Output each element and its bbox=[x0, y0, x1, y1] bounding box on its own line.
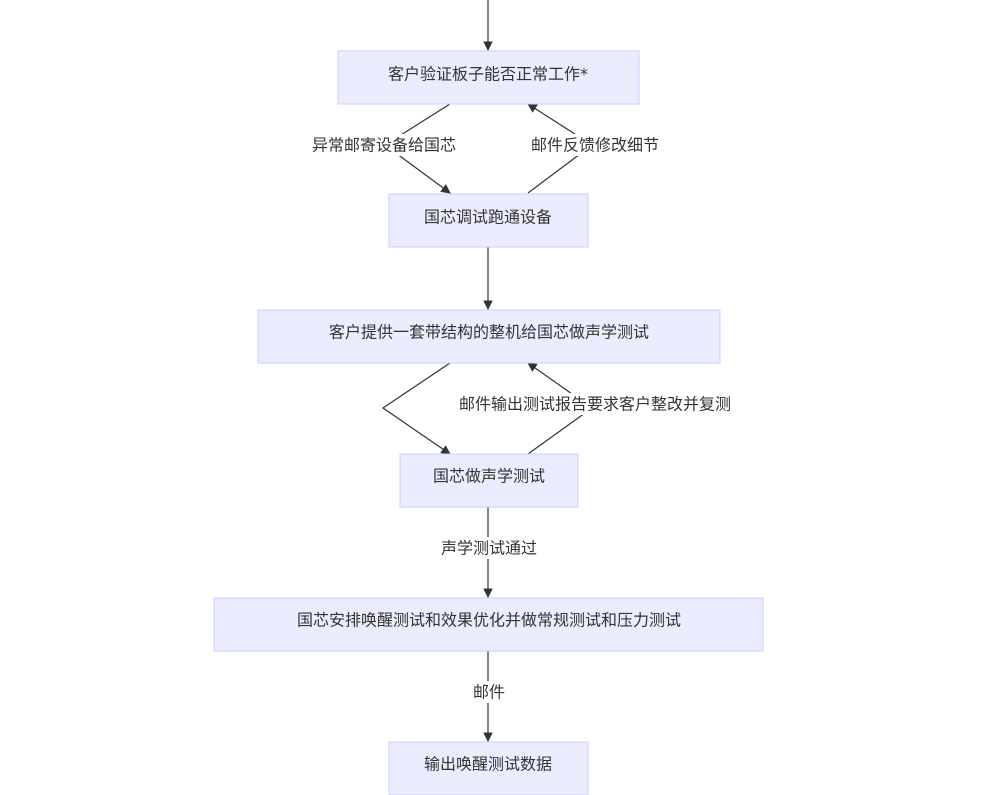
node-wakeup-optimize: 国芯安排唤醒测试和效果优化并做常规测试和压力测试 bbox=[213, 597, 764, 652]
node-output-data-label: 输出唤醒测试数据 bbox=[424, 755, 552, 774]
node-debug-device-label: 国芯调试跑通设备 bbox=[424, 208, 552, 227]
edge-label-mail-report-text: 邮件输出测试报告要求客户整改并复测 bbox=[459, 395, 731, 414]
node-provide-machine-label: 客户提供一套带结构的整机给国芯做声学测试 bbox=[329, 323, 649, 342]
edge-label-mail: 邮件 bbox=[471, 681, 507, 703]
node-acoustic-test-label: 国芯做声学测试 bbox=[433, 467, 545, 486]
edge-label-mail-text: 邮件 bbox=[473, 683, 505, 702]
node-debug-device: 国芯调试跑通设备 bbox=[388, 193, 589, 248]
edge-label-test-pass: 声学测试通过 bbox=[436, 537, 542, 559]
edge-label-mail-feedback-text: 邮件反馈修改细节 bbox=[531, 136, 659, 155]
node-verify-board-label: 客户验证板子能否正常工作* bbox=[388, 65, 588, 84]
edge-label-mail-report: 邮件输出测试报告要求客户整改并复测 bbox=[446, 393, 744, 415]
edge-label-abnormal-mail: 异常邮寄设备给国芯 bbox=[305, 134, 465, 156]
node-wakeup-optimize-label: 国芯安排唤醒测试和效果优化并做常规测试和压力测试 bbox=[297, 611, 681, 630]
edge-label-abnormal-mail-text: 异常邮寄设备给国芯 bbox=[312, 136, 456, 155]
edge-label-mail-feedback: 邮件反馈修改细节 bbox=[525, 134, 665, 156]
node-provide-machine: 客户提供一套带结构的整机给国芯做声学测试 bbox=[257, 309, 721, 364]
node-verify-board: 客户验证板子能否正常工作* bbox=[337, 50, 640, 105]
edge-label-test-pass-text: 声学测试通过 bbox=[441, 539, 537, 558]
node-acoustic-test: 国芯做声学测试 bbox=[399, 453, 579, 508]
edge-provide-to-acoustic bbox=[381, 362, 451, 455]
node-output-data: 输出唤醒测试数据 bbox=[388, 741, 589, 795]
